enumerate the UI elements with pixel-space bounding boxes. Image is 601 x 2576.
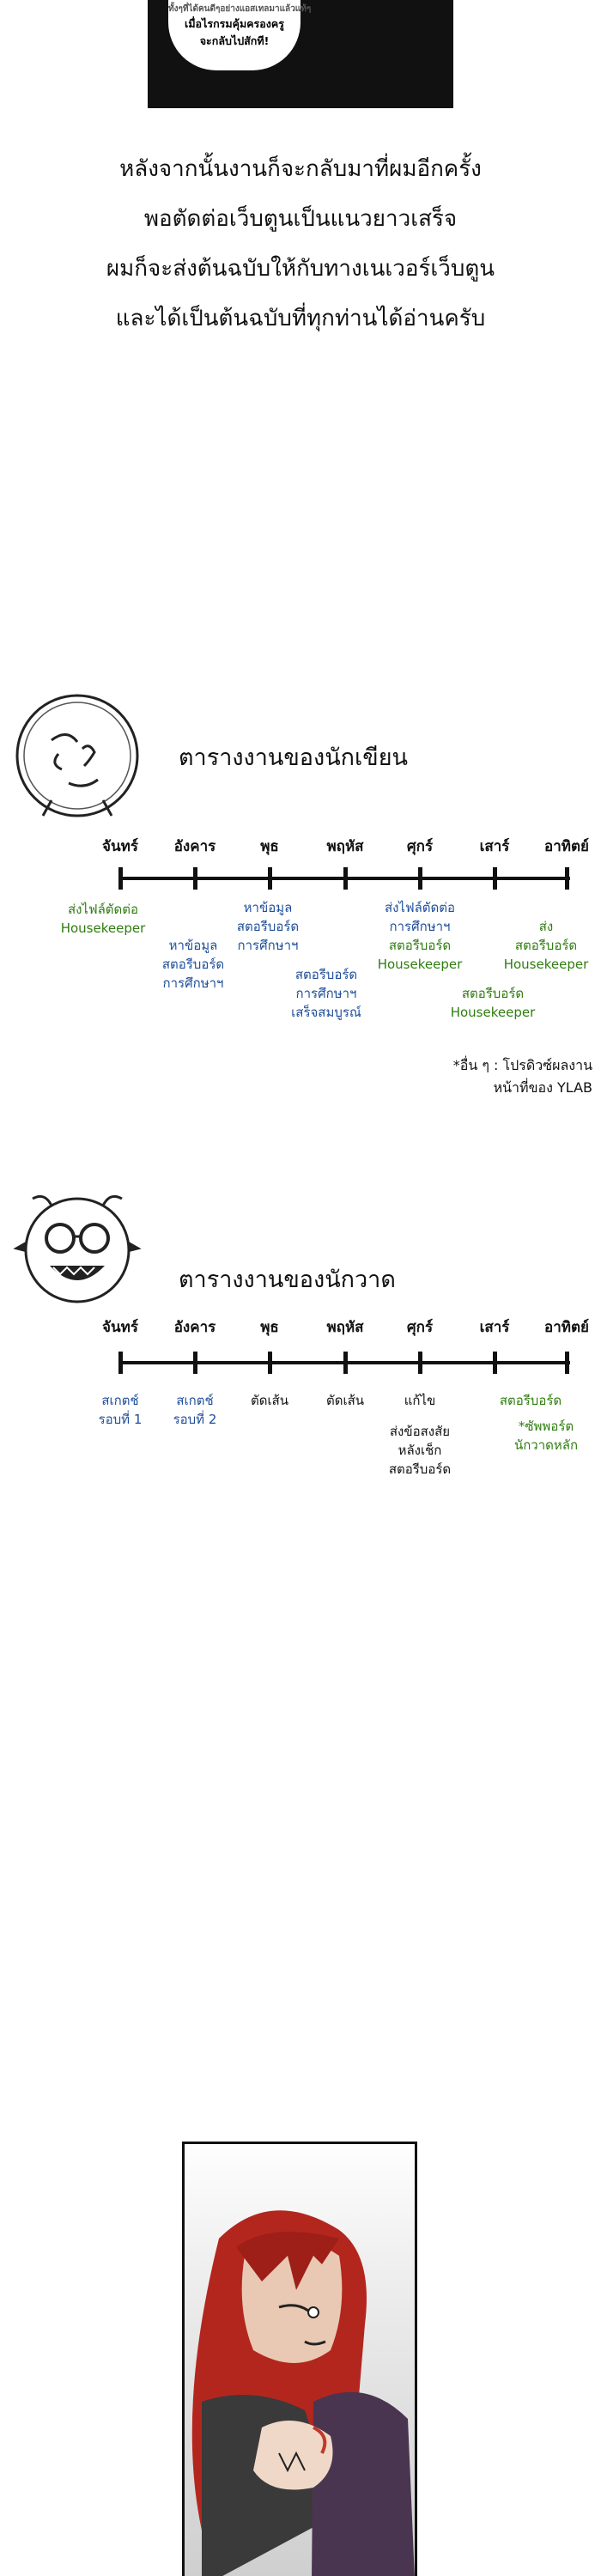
artist-day-sun: อาทิตย์ [544,1319,589,1336]
artist-day-fri: ศุกร์ [406,1319,434,1336]
task-line: สตอรีบอร์ด [161,957,225,972]
writer-day-sat: เสาร์ [479,838,510,855]
comic-illustration [191,2210,415,2576]
task-line: สตอรีบอร์ด [388,938,452,953]
bubble-line-3: จะกลับไปสักที! [199,34,270,47]
artist-task: สเกตช์ รอบที่ 2 [143,1391,246,1429]
writer-day-sun: อาทิตย์ [544,838,589,855]
writer-note: *อื่น ๆ : โปรดิวซ์ผลงาน หน้าที่ของ YLAB [453,1054,592,1099]
task-line: สตอรีบอร์ด [514,938,578,953]
bottom-comic-panel [182,2142,417,2576]
task-line: ส่ง [538,919,554,934]
artist-day-mon: จันทร์ [102,1319,138,1336]
artist-tick-mon [118,1352,123,1374]
task-line: การศึกษาฯ [237,938,299,953]
task-line: ส่งข้อสงสัย [389,1424,451,1439]
writer-day-fri: ศุกร์ [406,838,434,855]
task-line: นักวาดหลัก [513,1437,579,1453]
task-line: รอบที่ 1 [98,1412,143,1427]
writer-day-tue: อังคาร [173,838,216,855]
note-line: หน้าที่ของ YLAB [493,1079,592,1096]
writer-task: ส่งไฟล์ตัดต่อ Housekeeper [52,900,155,938]
task-line: สตอรีบอร์ด [388,1461,452,1477]
intro-line-3: ผมก็จะส่งต้นฉบับให้กับทางเนเวอร์เว็บตูน [106,256,495,282]
intro-line-4: และได้เป็นต้นฉบับที่ทุกท่านได้อ่านครับ [115,306,486,331]
writer-tick-fri [418,867,422,890]
writer-tick-sat [493,867,497,890]
artist-day-thu: พฤหัส [326,1319,364,1336]
task-line: ส่งไฟล์ตัดต่อ [67,902,139,917]
task-line: สเกตช์ [176,1393,214,1408]
intro-line-2: พอตัดต่อเว็บตูนเป็นแนวยาวเสร็จ [143,206,458,232]
writer-task: ส่งไฟล์ตัดต่อ การศึกษาฯ [368,898,471,936]
artist-task: ส่งข้อสงสัย หลังเช็ก สตอรีบอร์ด [368,1422,471,1479]
artist-task: ตัดเส้น [218,1391,321,1410]
task-line: รอบที่ 2 [173,1412,217,1427]
writer-schedule-title: ตารางงานของนักเขียน [179,744,408,771]
task-line: ตัดเส้น [325,1393,365,1408]
intro-line-1: หลังจากนั้นงานก็จะกลับมาที่ผมอีกครั้ง [119,156,482,182]
artist-tick-wed [268,1352,272,1374]
writer-task: สตอรีบอร์ด Housekeeper [368,936,471,974]
artist-tick-sun [565,1352,569,1374]
writer-tick-mon [118,867,123,890]
artist-task: *ซัพพอร์ต นักวาดหลัก [495,1417,598,1455]
writer-tick-thu [343,867,348,890]
task-line: เสร็จสมบูรณ์ [291,1005,361,1020]
task-line: การศึกษาฯ [389,919,451,934]
task-line: แก้ไข [404,1393,436,1408]
writer-day-thu: พฤหัส [326,838,364,855]
writer-tick-tue [193,867,197,890]
task-line: สตอรีบอร์ด [294,967,358,982]
task-line: ส่งไฟล์ตัดต่อ [384,900,456,915]
writer-task: สตอรีบอร์ด การศึกษาฯ เสร็จสมบูรณ์ [275,965,378,1022]
task-line: สตอรีบอร์ด [236,919,300,934]
artist-face-icon [13,1194,142,1303]
task-line: สเกตช์ [101,1393,139,1408]
artist-tick-sat [493,1352,497,1374]
artist-task: สเกตช์ รอบที่ 1 [69,1391,172,1429]
writer-day-wed: พุธ [260,838,279,855]
artist-day-wed: พุธ [260,1319,279,1336]
task-line: หลังเช็ก [398,1443,442,1458]
task-line: การศึกษาฯ [295,986,357,1001]
writer-face-icon [15,694,139,817]
task-line: หาข้อมูล [243,900,293,915]
artist-task: สตอรีบอร์ด [479,1391,582,1410]
artist-tick-fri [418,1352,422,1374]
artist-day-tue: อังคาร [173,1319,216,1336]
artist-tick-thu [343,1352,348,1374]
writer-task: ส่ง สตอรีบอร์ด Housekeeper [495,917,598,974]
writer-task: หาข้อมูล สตอรีบอร์ด การศึกษาฯ [142,936,245,993]
task-line: หาข้อมูล [168,938,218,953]
artist-day-sat: เสาร์ [479,1319,510,1336]
task-line: การศึกษาฯ [162,975,224,991]
bubble-line-1: ทั้งๆที่ได้คนดีๆอย่างแอสเทลมาแล้วแท้ๆ [168,4,312,14]
task-line: Housekeeper [450,1005,536,1020]
writer-tick-sun [565,867,569,890]
task-line: สตอรีบอร์ด [499,1393,562,1408]
bubble-line-2: เมื่อไรกรมคุ้มครองครู [185,17,284,30]
speech-bubble: ทั้งๆที่ได้คนดีๆอย่างแอสเทลมาแล้วแท้ๆ เม… [168,0,312,70]
task-line: ตัดเส้น [250,1393,289,1408]
task-line: Housekeeper [377,957,463,972]
task-line: Housekeeper [60,920,146,936]
writer-day-mon: จันทร์ [102,838,138,855]
writer-tick-wed [268,867,272,890]
artist-task: แก้ไข [368,1391,471,1410]
task-line: Housekeeper [503,957,589,972]
intro-paragraph: หลังจากนั้นงานก็จะกลับมาที่ผมอีกครั้ง พอ… [0,144,601,343]
artist-task: ตัดเส้น [294,1391,397,1410]
writer-task: สตอรีบอร์ด Housekeeper [441,984,544,1022]
task-line: สตอรีบอร์ด [461,986,525,1001]
note-line: *อื่น ๆ : โปรดิวซ์ผลงาน [452,1057,592,1073]
writer-task: หาข้อมูล สตอรีบอร์ด การศึกษาฯ [216,898,319,955]
artist-tick-tue [193,1352,197,1374]
artist-schedule-title: ตารางงานของนักวาด [179,1267,396,1293]
task-line: *ซัพพอร์ต [518,1419,574,1434]
